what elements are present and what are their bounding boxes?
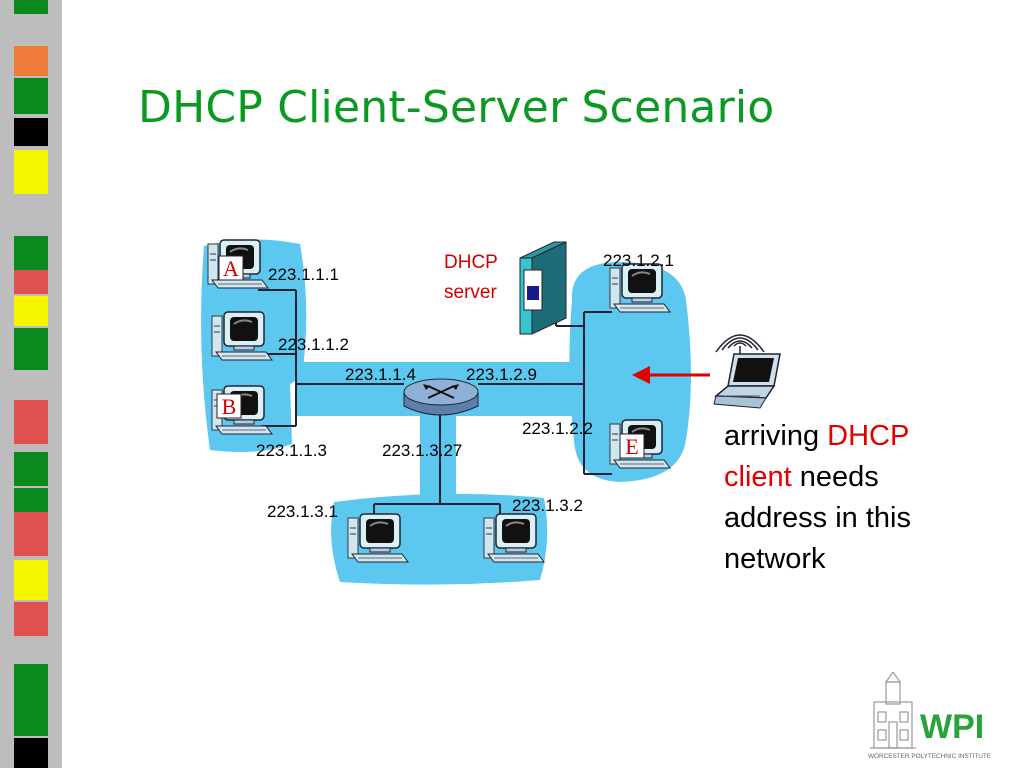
address-host-top-right: 223.1.2.1: [603, 251, 674, 270]
host-a-label: A: [218, 255, 244, 281]
address-host-mid-left: 223.1.1.2: [278, 335, 349, 354]
caption-part-2: DHCP client: [724, 420, 909, 493]
host-b-letter: B: [222, 394, 237, 419]
caption-text: arriving DHCP client needs address in th…: [724, 416, 984, 580]
address-host-e: 223.1.2.2: [522, 419, 593, 438]
arrow-icon: [632, 366, 710, 384]
address-host-a: 223.1.1.1: [268, 265, 339, 284]
host-mid-left-computer-icon: [211, 311, 273, 361]
host-e-label: E: [619, 433, 645, 459]
dhcp-server-label-line2: server: [444, 282, 497, 303]
host-bottom-left-computer-icon: [347, 513, 409, 563]
host-top-right-computer-icon: [609, 263, 671, 313]
host-e-letter: E: [625, 434, 638, 459]
dhcp-server-icon: [519, 241, 567, 335]
address-host-bottom-left: 223.1.3.1: [267, 502, 338, 521]
address-router-left: 223.1.1.4: [345, 365, 416, 384]
decorative-stripe: [0, 0, 62, 768]
wpi-logo-subtitle: WORCESTER POLYTECHNIC INSTITUTE: [868, 753, 991, 760]
host-bottom-right-computer-icon: [483, 513, 545, 563]
links: [258, 289, 612, 524]
router-icon: [403, 378, 479, 416]
dhcp-server-label-line1: DHCP: [444, 252, 498, 273]
caption-part-1: arriving: [724, 420, 828, 452]
host-b-label: B: [216, 393, 242, 419]
address-router-bottom: 223.1.3.27: [382, 441, 462, 460]
address-host-b: 223.1.1.3: [256, 441, 327, 460]
wpi-logo-text: WPI: [920, 708, 984, 746]
address-host-bottom-right: 223.1.3.2: [512, 496, 583, 515]
host-a-letter: A: [223, 256, 239, 281]
caption-part-3: needs address in this network: [724, 461, 911, 575]
wpi-logo: WPI WORCESTER POLYTECHNIC INSTITUTE: [868, 672, 991, 760]
laptop-icon: [713, 353, 781, 409]
address-router-right: 223.1.2.9: [466, 365, 537, 384]
slide-title: DHCP Client-Server Scenario: [138, 82, 775, 133]
wireless-signal-icon: [715, 334, 765, 354]
